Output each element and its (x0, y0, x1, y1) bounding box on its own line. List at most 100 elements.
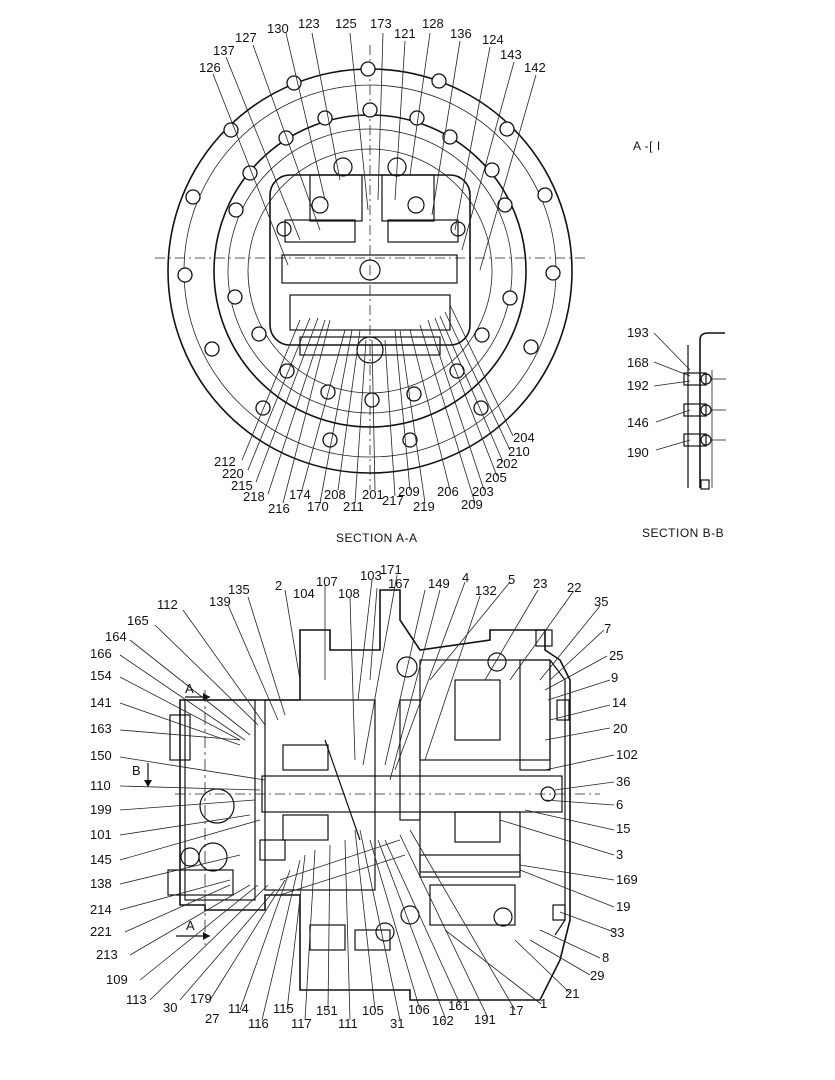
section-bb-caption: SECTION B-B (642, 526, 724, 540)
callout-170: 170 (307, 499, 329, 514)
callout-202: 202 (496, 456, 518, 471)
labels-aa: 123 125 173 128 130 127 121 136 124 137 … (199, 16, 546, 516)
arrow-label-a-bottom: A (186, 918, 195, 933)
outer-bolt-holes (177, 61, 561, 448)
callout-161: 161 (448, 998, 470, 1013)
callout-174: 174 (289, 487, 311, 502)
callout-212: 212 (214, 454, 236, 469)
callout-208: 208 (324, 487, 346, 502)
callout-191: 191 (474, 1012, 496, 1027)
callout-218: 218 (243, 489, 265, 504)
callout-1: 1 (540, 996, 547, 1011)
callout-169: 169 (616, 872, 638, 887)
callout-216: 216 (268, 501, 290, 516)
callout-209: 209 (398, 484, 420, 499)
callout-125: 125 (335, 16, 357, 31)
section-arrows (144, 690, 210, 945)
callout-124: 124 (482, 32, 504, 47)
callout-168: 168 (627, 355, 649, 370)
callout-165: 165 (127, 613, 149, 628)
callout-138: 138 (90, 876, 112, 891)
callout-199: 199 (90, 802, 112, 817)
leaders-main (119, 574, 615, 1021)
section-mark: A -[ I (633, 139, 661, 153)
callout-206: 206 (437, 484, 459, 499)
callout-25: 25 (609, 648, 623, 663)
callout-33: 33 (610, 925, 624, 940)
callout-104: 104 (293, 586, 315, 601)
callout-2: 2 (275, 578, 282, 593)
main-section-drawing (167, 589, 600, 1001)
callout-29: 29 (590, 968, 604, 983)
callout-107: 107 (316, 574, 338, 589)
callout-36: 36 (616, 774, 630, 789)
callout-30: 30 (163, 1000, 177, 1015)
callout-106: 106 (408, 1002, 430, 1017)
arrow-label-b: B (132, 763, 141, 778)
section-bb-drawing (683, 332, 726, 490)
callout-126: 126 (199, 60, 221, 75)
callout-112: 112 (157, 597, 178, 612)
callout-21: 21 (565, 986, 579, 1001)
callout-20: 20 (613, 721, 627, 736)
callout-136: 136 (450, 26, 472, 41)
callout-14: 14 (612, 695, 626, 710)
callout-211: 211 (343, 499, 364, 514)
callout-31: 31 (390, 1016, 404, 1031)
callout-142: 142 (524, 60, 546, 75)
leaders-bb (653, 332, 691, 451)
callout-166: 166 (90, 646, 112, 661)
callout-220: 220 (222, 466, 244, 481)
callout-192: 192 (627, 378, 649, 393)
callout-132: 132 (475, 583, 497, 598)
callout-115: 115 (273, 1001, 294, 1016)
callout-101: 101 (90, 827, 112, 842)
callout-201: 201 (362, 487, 384, 502)
callout-217: 217 (382, 493, 404, 508)
callout-139: 139 (209, 594, 231, 609)
callout-5: 5 (508, 572, 515, 587)
callout-114: 114 (228, 1001, 249, 1016)
callout-6: 6 (616, 797, 623, 812)
callout-179: 179 (190, 991, 212, 1006)
callout-108: 108 (338, 586, 360, 601)
callout-23: 23 (533, 576, 547, 591)
callout-149: 149 (428, 576, 450, 591)
callout-7: 7 (604, 621, 611, 636)
callout-190: 190 (627, 445, 649, 460)
callout-15: 15 (616, 821, 630, 836)
callout-162: 162 (432, 1013, 454, 1028)
callout-117: 117 (291, 1016, 312, 1031)
callout-204: 204 (513, 430, 535, 445)
callout-128: 128 (422, 16, 444, 31)
callout-27: 27 (205, 1011, 219, 1026)
callout-141: 141 (90, 695, 112, 710)
callout-102: 102 (616, 747, 638, 762)
callout-219: 219 (413, 499, 435, 514)
callout-3: 3 (616, 847, 623, 862)
callout-121: 121 (394, 26, 416, 41)
callout-8: 8 (602, 950, 609, 965)
callout-215: 215 (231, 478, 253, 493)
callout-35: 35 (594, 594, 608, 609)
valve-body (269, 157, 471, 364)
callout-213: 213 (96, 947, 118, 962)
callout-143: 143 (500, 47, 522, 62)
callout-9: 9 (611, 670, 618, 685)
callout-173: 173 (370, 16, 392, 31)
leaders-aa (212, 32, 537, 504)
callout-109: 109 (106, 972, 128, 987)
callout-167: 167 (388, 576, 410, 591)
callout-221: 221 (90, 924, 112, 939)
callout-110: 110 (90, 778, 111, 793)
callout-214: 214 (90, 902, 112, 917)
callout-145: 145 (90, 852, 112, 867)
callout-105: 105 (362, 1003, 384, 1018)
labels-bb: 193 168 192 146 190 (627, 325, 649, 460)
callout-17: 17 (509, 1003, 523, 1018)
callout-171: 171 (380, 562, 402, 577)
callout-19: 19 (616, 899, 630, 914)
section-aa-caption: SECTION A-A (336, 531, 418, 545)
callout-154: 154 (90, 668, 112, 683)
